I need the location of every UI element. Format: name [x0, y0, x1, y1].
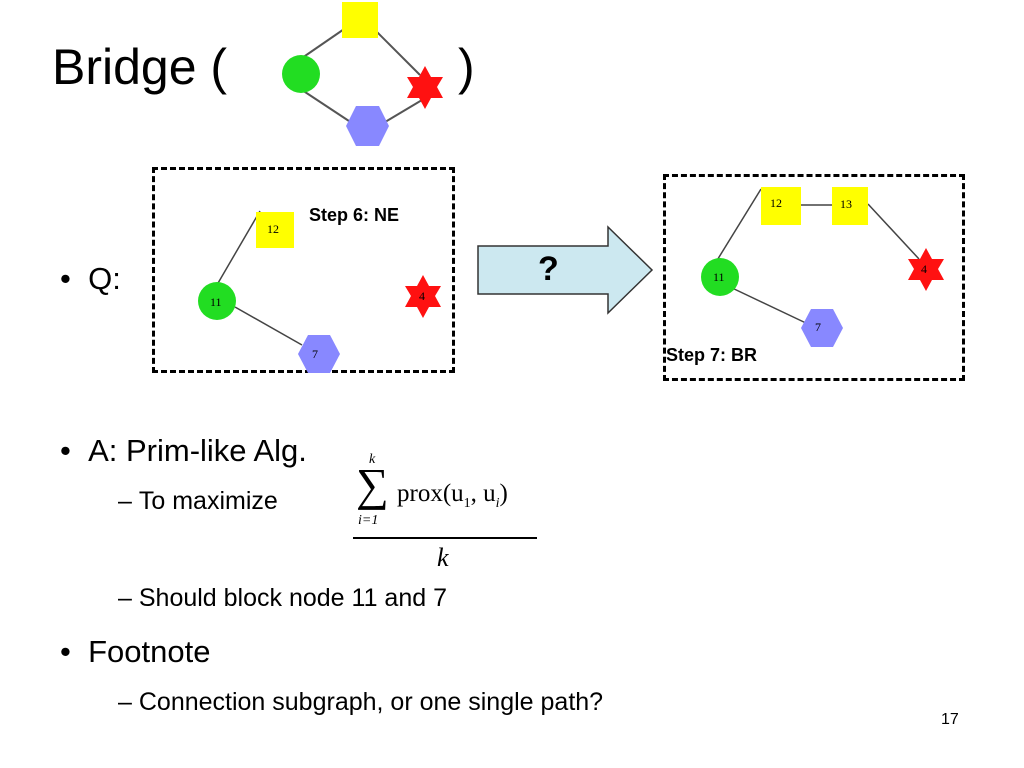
question-mark: ?: [538, 250, 559, 288]
sub-bullet-footnote: – Connection subgraph, or one single pat…: [118, 690, 603, 715]
bullet-q-label: Q:: [88, 261, 121, 296]
circle-node-11: [701, 258, 739, 296]
star-node-4: [908, 248, 944, 291]
formula: k ∑ i=1 prox(u1, ui) k: [353, 452, 543, 577]
square-node-12: [256, 212, 294, 248]
transition-arrow: [477, 225, 654, 315]
title-prefix: Bridge (: [52, 39, 228, 95]
title-suffix: ): [458, 39, 475, 95]
node-label-7: 7: [815, 320, 821, 334]
hexagon-node-7: [801, 309, 843, 347]
graph-after: [701, 187, 944, 347]
circle-node-11: [198, 282, 236, 320]
square-node-13: [832, 187, 868, 225]
formula-numerator: prox(u1, ui): [397, 480, 508, 512]
graph-before: [198, 210, 441, 373]
formula-close: ): [499, 480, 508, 507]
node-label-13: 13: [840, 197, 852, 211]
sub-footnote-text: Connection subgraph, or one single path?: [138, 688, 604, 716]
bullet-dot: •: [60, 433, 89, 468]
star-node-icon: [407, 66, 443, 109]
slide-title: Bridge (: [52, 42, 227, 92]
bullet-a-label: A: Prim-like Alg.: [88, 433, 307, 468]
node-label-11: 11: [713, 270, 725, 284]
node-label-12: 12: [267, 222, 279, 236]
formula-denominator: k: [437, 543, 449, 572]
formula-comma: , u: [470, 480, 496, 507]
node-label-4: 4: [419, 289, 425, 303]
node-label-11: 11: [210, 295, 222, 309]
sub-bullet-maximize: – To maximize: [118, 489, 278, 514]
bullet-footnote: • Footnote: [60, 636, 210, 667]
fraction-bar: [353, 537, 537, 539]
step-6-label: Step 6: NE: [309, 205, 400, 225]
bullet-q: • Q:: [60, 263, 121, 294]
node-label-4: 4: [921, 262, 927, 276]
sub-dash: –: [118, 688, 139, 716]
sub-dash: –: [118, 487, 139, 515]
bullet-footnote-label: Footnote: [88, 634, 211, 669]
bullet-dot: •: [60, 261, 89, 296]
square-node-12: [761, 187, 801, 225]
sigma-icon: ∑: [356, 459, 389, 510]
page-number: 17: [941, 711, 959, 728]
sub-dash: –: [118, 584, 139, 612]
formula-prox: prox(u: [397, 480, 464, 507]
hexagon-node-icon: [346, 106, 389, 146]
graph-after-panel: [663, 174, 965, 381]
bridge-graph-icon: [282, 2, 443, 146]
formula-lower-limit: i=1: [358, 513, 379, 528]
node-label-7: 7: [312, 347, 318, 361]
star-node-4: [405, 275, 441, 318]
bullet-dot: •: [60, 634, 89, 669]
sub-bullet-block: – Should block node 11 and 7: [118, 586, 447, 611]
formula-upper-limit: k: [369, 452, 376, 467]
graph-before-panel: [152, 167, 455, 373]
formula-sub-i: i: [495, 496, 500, 511]
formula-sub-1: 1: [463, 496, 471, 511]
sub-maximize-text: To maximize: [138, 487, 278, 515]
step-7-label: Step 7: BR: [666, 345, 758, 366]
sub-block-text: Should block node 11 and 7: [138, 584, 447, 612]
node-label-12: 12: [770, 196, 782, 210]
square-node-icon: [342, 2, 378, 38]
circle-node-icon: [282, 55, 320, 93]
hexagon-node-7: [298, 335, 340, 373]
bullet-a: • A: Prim-like Alg.: [60, 435, 307, 466]
